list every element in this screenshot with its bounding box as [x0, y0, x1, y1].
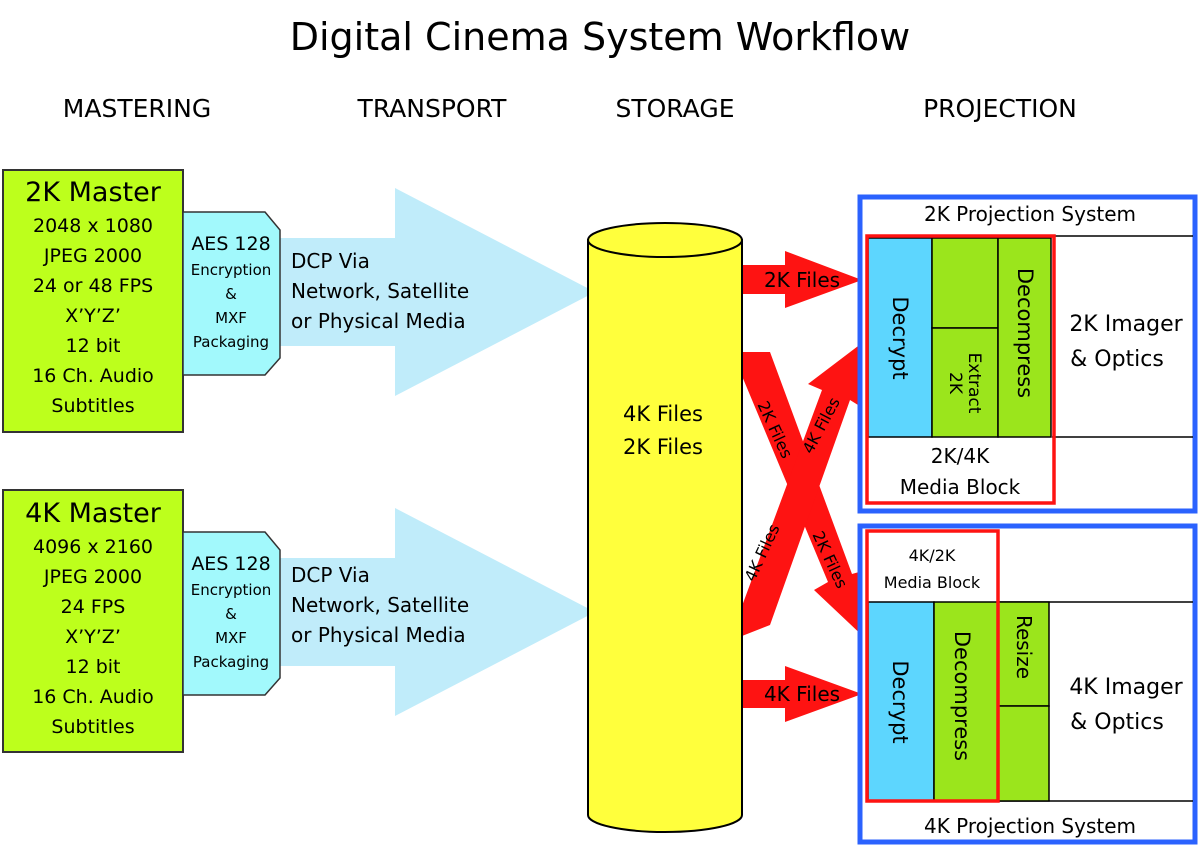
packaging-line: Packaging: [193, 653, 269, 671]
packaging-line: &: [225, 285, 237, 303]
packaging-line: AES 128: [191, 233, 270, 255]
master-box-4k: [2, 489, 184, 753]
projection-system-4k: Decrypt Decompress Resize 4K Imager & Op…: [857, 523, 1198, 845]
encryption-box-2k: [182, 211, 281, 376]
spec-line: X’Y’Z’: [65, 626, 121, 648]
transport-line: DCP Via: [291, 249, 370, 273]
media-block-2k: [865, 234, 1056, 505]
spec-line: 16 Ch. Audio: [32, 686, 154, 708]
transport-line: or Physical Media: [291, 309, 466, 333]
storage-line: 4K Files: [623, 402, 703, 426]
master-2k-row: DCP Via Network, Satellite or Physical M…: [2, 169, 595, 433]
media-block-4k: [865, 529, 1000, 803]
transport-arrow-2k: [270, 188, 595, 396]
master-title-4k: 4K Master: [25, 498, 162, 529]
spec-line: JPEG 2000: [43, 566, 142, 588]
resize-label-4k: Resize: [1012, 615, 1036, 679]
media-block-label-4k: 4K/2K: [909, 546, 956, 565]
transport-line: or Physical Media: [291, 623, 466, 647]
transport-line: Network, Satellite: [291, 279, 469, 303]
decrypt-label-2k: Decrypt: [888, 296, 912, 379]
extract-label-2k-line2: 2K: [945, 372, 965, 395]
master-4k-row: DCP Via Network, Satellite or Physical M…: [2, 489, 595, 753]
spec-line: 24 or 48 FPS: [33, 275, 153, 297]
transport-line: Network, Satellite: [291, 593, 469, 617]
transport-label-2k: DCP Via Network, Satellite or Physical M…: [291, 249, 469, 333]
arrow-2k-files-top: [742, 251, 862, 308]
spec-line: 12 bit: [65, 656, 120, 678]
imager-label-4k-line2: & Optics: [1070, 710, 1164, 735]
media-block-label-2k-line2: Media Block: [900, 475, 1021, 499]
master-title-2k: 2K Master: [25, 177, 162, 208]
decrypt-block-2k: [867, 237, 933, 438]
extract-label-2k: Extract: [964, 353, 984, 414]
packaging-line: Packaging: [193, 333, 269, 351]
decompress-block-2k: [997, 237, 1052, 438]
packaging-line: Encryption: [191, 581, 272, 599]
spec-line: 12 bit: [65, 335, 120, 357]
decompress-label-4k: Decompress: [950, 631, 974, 761]
decompress-label-2k: Decompress: [1013, 268, 1037, 398]
spec-line: Subtitles: [51, 395, 134, 417]
packaging-line: Encryption: [191, 261, 272, 279]
spec-line: 4096 x 2160: [33, 536, 153, 558]
transport-arrow-4k: [270, 508, 595, 716]
projection-system-2k: 2K Projection System Decrypt Extract 2K …: [857, 194, 1198, 514]
encryption-label-2k: AES 128 Encryption & MXF Packaging: [191, 233, 272, 351]
resize-block-4k: [997, 601, 1050, 707]
imager-label-2k-line2: & Optics: [1070, 347, 1164, 372]
spec-line: JPEG 2000: [43, 245, 142, 267]
section-projection: PROJECTION: [923, 94, 1077, 123]
storage-line: 2K Files: [623, 435, 703, 459]
label-4k-files-bottom: 4K Files: [764, 682, 840, 706]
arrow-4k-files-bottom: [742, 666, 862, 722]
spec-line: 24 FPS: [61, 596, 126, 618]
projection-title-4k: 4K Projection System: [924, 814, 1136, 838]
decompress-block-4k: [933, 601, 999, 802]
media-block-label-4k-line2: Media Block: [884, 573, 981, 592]
encryption-box-4k: [182, 531, 281, 696]
file-arrows: [742, 251, 867, 722]
label-2k-files-top: 2K Files: [764, 268, 840, 292]
packaging-line: AES 128: [191, 553, 270, 575]
transport-label-4k: DCP Via Network, Satellite or Physical M…: [291, 563, 469, 647]
spec-line: Subtitles: [51, 716, 134, 738]
master-box-2k: [2, 169, 184, 433]
section-mastering: MASTERING: [63, 94, 211, 123]
packaging-line: &: [225, 605, 237, 623]
process-spacer-4k: [997, 705, 1050, 802]
master-specs-2k: 2048 x 1080 JPEG 2000 24 or 48 FPS X’Y’Z…: [32, 215, 154, 417]
imager-label-2k: 2K Imager: [1069, 312, 1183, 337]
encryption-label-4k: AES 128 Encryption & MXF Packaging: [191, 553, 272, 671]
extract-block-2k: [931, 327, 999, 438]
section-storage: STORAGE: [615, 94, 734, 123]
master-specs-4k: 4096 x 2160 JPEG 2000 24 FPS X’Y’Z’ 12 b…: [32, 536, 154, 738]
spec-line: X’Y’Z’: [65, 305, 121, 327]
packaging-line: MXF: [215, 629, 247, 647]
projection-title-2k: 2K Projection System: [924, 202, 1136, 226]
diagram-title: Digital Cinema System Workflow: [290, 15, 911, 59]
spec-line: 2048 x 1080: [33, 215, 153, 237]
decrypt-label-4k: Decrypt: [888, 660, 912, 743]
imager-label-4k: 4K Imager: [1069, 675, 1183, 700]
section-transport: TRANSPORT: [357, 94, 508, 123]
arrow-4k-files-cross: [742, 340, 866, 636]
decrypt-block-4k: [867, 601, 935, 802]
media-block-label-2k: 2K/4K: [931, 444, 990, 468]
transport-line: DCP Via: [291, 563, 370, 587]
spec-line: 16 Ch. Audio: [32, 365, 154, 387]
packaging-line: MXF: [215, 309, 247, 327]
process-spacer-2k: [931, 237, 999, 329]
storage-cylinder: 4K Files 2K Files: [587, 222, 743, 833]
